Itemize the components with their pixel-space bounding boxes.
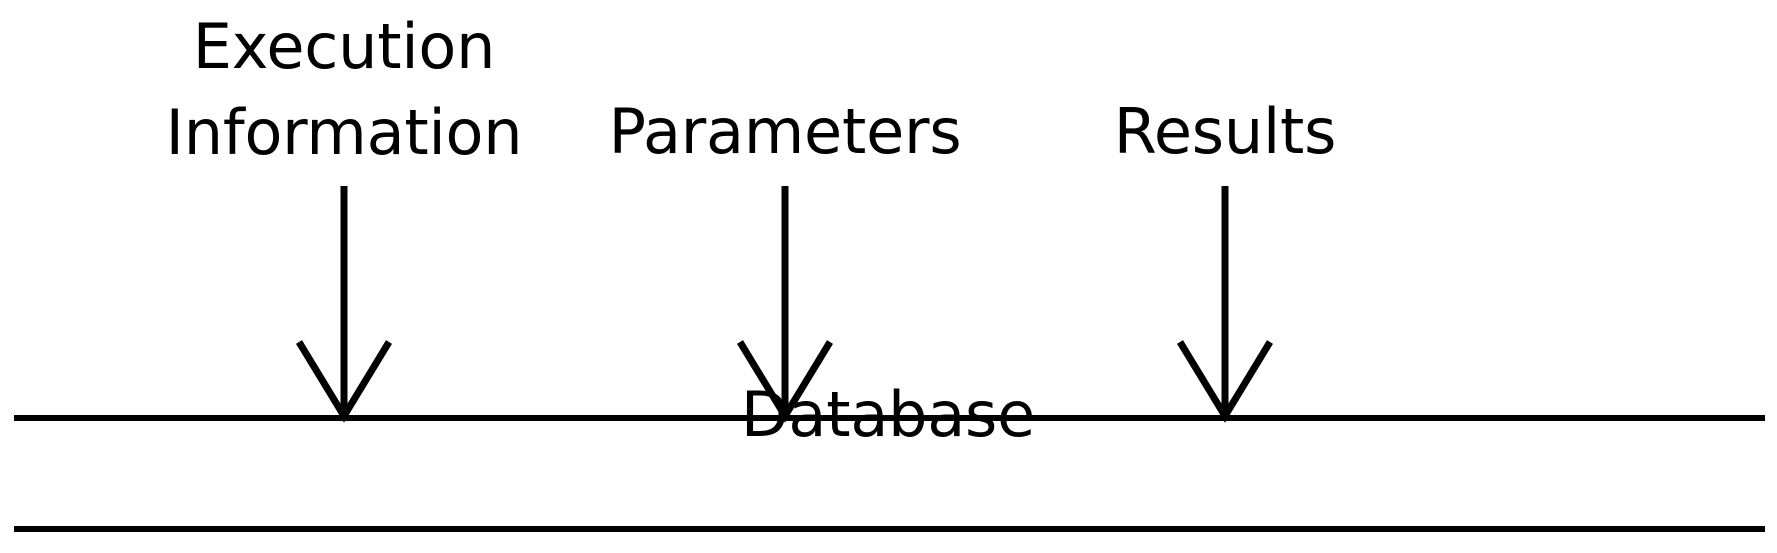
arrow-execution-information-to-database <box>296 186 392 423</box>
arrow-results-to-database <box>1177 186 1273 423</box>
database-label: Database <box>740 378 1036 451</box>
